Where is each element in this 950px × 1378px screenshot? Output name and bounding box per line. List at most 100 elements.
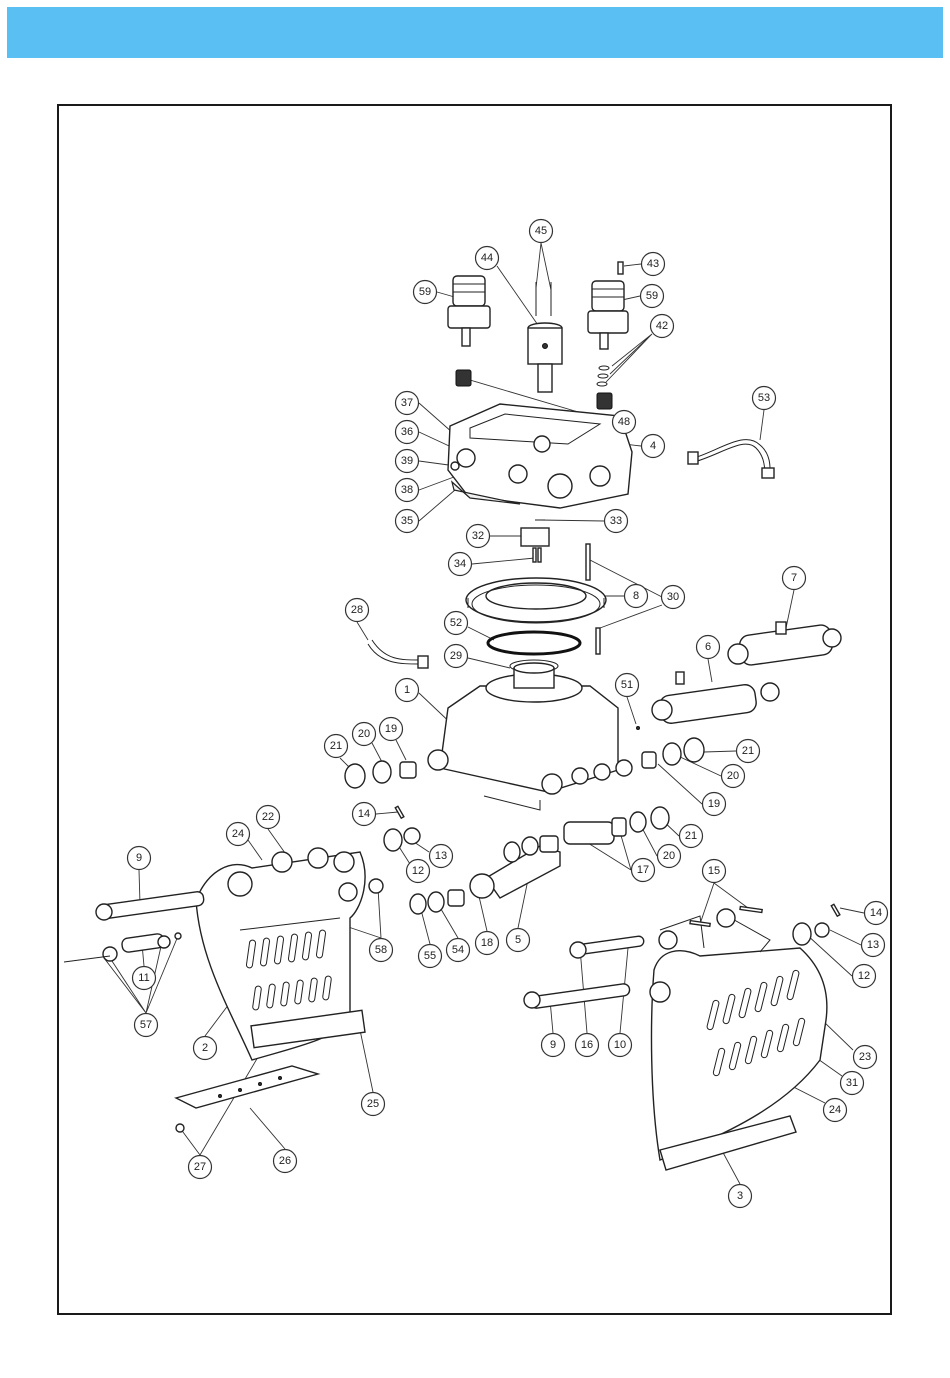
callout-label: 32 (472, 530, 484, 542)
callout-label: 9 (550, 1039, 556, 1051)
callout-21: 21 (325, 735, 348, 758)
bolt-30-lower (596, 628, 600, 654)
slewing-ring (466, 578, 606, 623)
callout-label: 51 (621, 679, 633, 691)
fittings-48 (456, 370, 612, 409)
callout-label: 4 (650, 440, 656, 452)
callout-53: 53 (753, 387, 776, 410)
callout-label: 24 (829, 1104, 841, 1116)
snap-ring-52 (488, 632, 580, 654)
callout-20: 20 (353, 723, 376, 746)
callout-label: 16 (581, 1039, 593, 1051)
callout-label: 36 (401, 426, 413, 438)
callout-4: 4 (642, 435, 665, 458)
callout-19: 19 (380, 718, 403, 741)
callout-label: 31 (846, 1077, 858, 1089)
callout-21: 21 (680, 825, 703, 848)
callout-7: 7 (783, 567, 806, 590)
callout-label: 52 (450, 617, 462, 629)
callout-8: 8 (625, 585, 648, 608)
callout-26: 26 (274, 1150, 297, 1173)
callout-59: 59 (641, 285, 664, 308)
callout-label: 5 (515, 934, 521, 946)
callout-label: 39 (401, 455, 413, 467)
callout-label: 43 (647, 258, 659, 270)
pins-center (524, 936, 644, 1009)
link-assembly (470, 807, 669, 898)
callout-label: 24 (232, 828, 244, 840)
callout-label: 26 (279, 1155, 291, 1167)
callout-11: 11 (133, 967, 156, 990)
callout-label: 21 (742, 745, 754, 757)
callout-label: 23 (859, 1051, 871, 1063)
callout-24: 24 (824, 1099, 847, 1122)
callout-14: 14 (353, 803, 376, 826)
callout-label: 59 (419, 286, 431, 298)
callout-44: 44 (476, 247, 499, 270)
callout-3: 3 (729, 1185, 752, 1208)
callout-37: 37 (396, 392, 419, 415)
callout-9: 9 (542, 1034, 565, 1057)
callout-12: 12 (407, 860, 430, 883)
callout-label: 44 (481, 252, 493, 264)
callout-label: 33 (610, 515, 622, 527)
callout-13: 13 (430, 845, 453, 868)
callout-43: 43 (642, 253, 665, 276)
callout-label: 48 (618, 416, 630, 428)
bushings-left (345, 761, 416, 788)
callout-1: 1 (396, 679, 419, 702)
callout-label: 15 (708, 865, 720, 877)
callout-32: 32 (467, 525, 490, 548)
callout-label: 22 (262, 811, 274, 823)
callout-19: 19 (703, 793, 726, 816)
callout-label: 13 (435, 850, 447, 862)
callout-17: 17 (632, 859, 655, 882)
jaw-left (196, 848, 383, 1060)
callout-57: 57 (135, 1014, 158, 1037)
cylinder-6 (652, 672, 779, 725)
callout-22: 22 (257, 806, 280, 829)
callout-label: 30 (667, 591, 679, 603)
callout-5: 5 (507, 929, 530, 952)
rings-right-12-13 (793, 904, 840, 945)
upper-housing (448, 404, 632, 508)
callout-51: 51 (616, 674, 639, 697)
callout-54: 54 (447, 939, 470, 962)
callout-2: 2 (194, 1037, 217, 1060)
callout-label: 38 (401, 484, 413, 496)
callout-13: 13 (862, 934, 885, 957)
callout-label: 42 (656, 320, 668, 332)
callout-label: 20 (663, 850, 675, 862)
callout-48: 48 (613, 411, 636, 434)
callout-label: 12 (412, 865, 424, 877)
callout-20: 20 (658, 845, 681, 868)
callout-label: 20 (358, 728, 370, 740)
callout-label: 8 (633, 590, 639, 602)
callout-14: 14 (865, 902, 888, 925)
pins-left (64, 891, 204, 962)
callout-label: 2 (202, 1042, 208, 1054)
callout-label: 1 (404, 684, 410, 696)
callout-42: 42 (651, 315, 674, 338)
callout-39: 39 (396, 450, 419, 473)
callout-6: 6 (697, 636, 720, 659)
callout-label: 55 (424, 950, 436, 962)
callout-label: 37 (401, 397, 413, 409)
callout-10: 10 (609, 1034, 632, 1057)
callout-12: 12 (853, 965, 876, 988)
callout-label: 45 (535, 225, 547, 237)
callout-30: 30 (662, 586, 685, 609)
callout-36: 36 (396, 421, 419, 444)
callout-45: 45 (530, 220, 553, 243)
callout-18: 18 (476, 932, 499, 955)
callout-28: 28 (346, 599, 369, 622)
callout-35: 35 (396, 510, 419, 533)
callout-59: 59 (414, 281, 437, 304)
callout-label: 13 (867, 939, 879, 951)
callout-label: 35 (401, 515, 413, 527)
callout-label: 7 (791, 572, 797, 584)
callout-20: 20 (722, 765, 745, 788)
cylinder-7 (728, 622, 841, 666)
callout-label: 34 (454, 558, 466, 570)
callout-34: 34 (449, 553, 472, 576)
